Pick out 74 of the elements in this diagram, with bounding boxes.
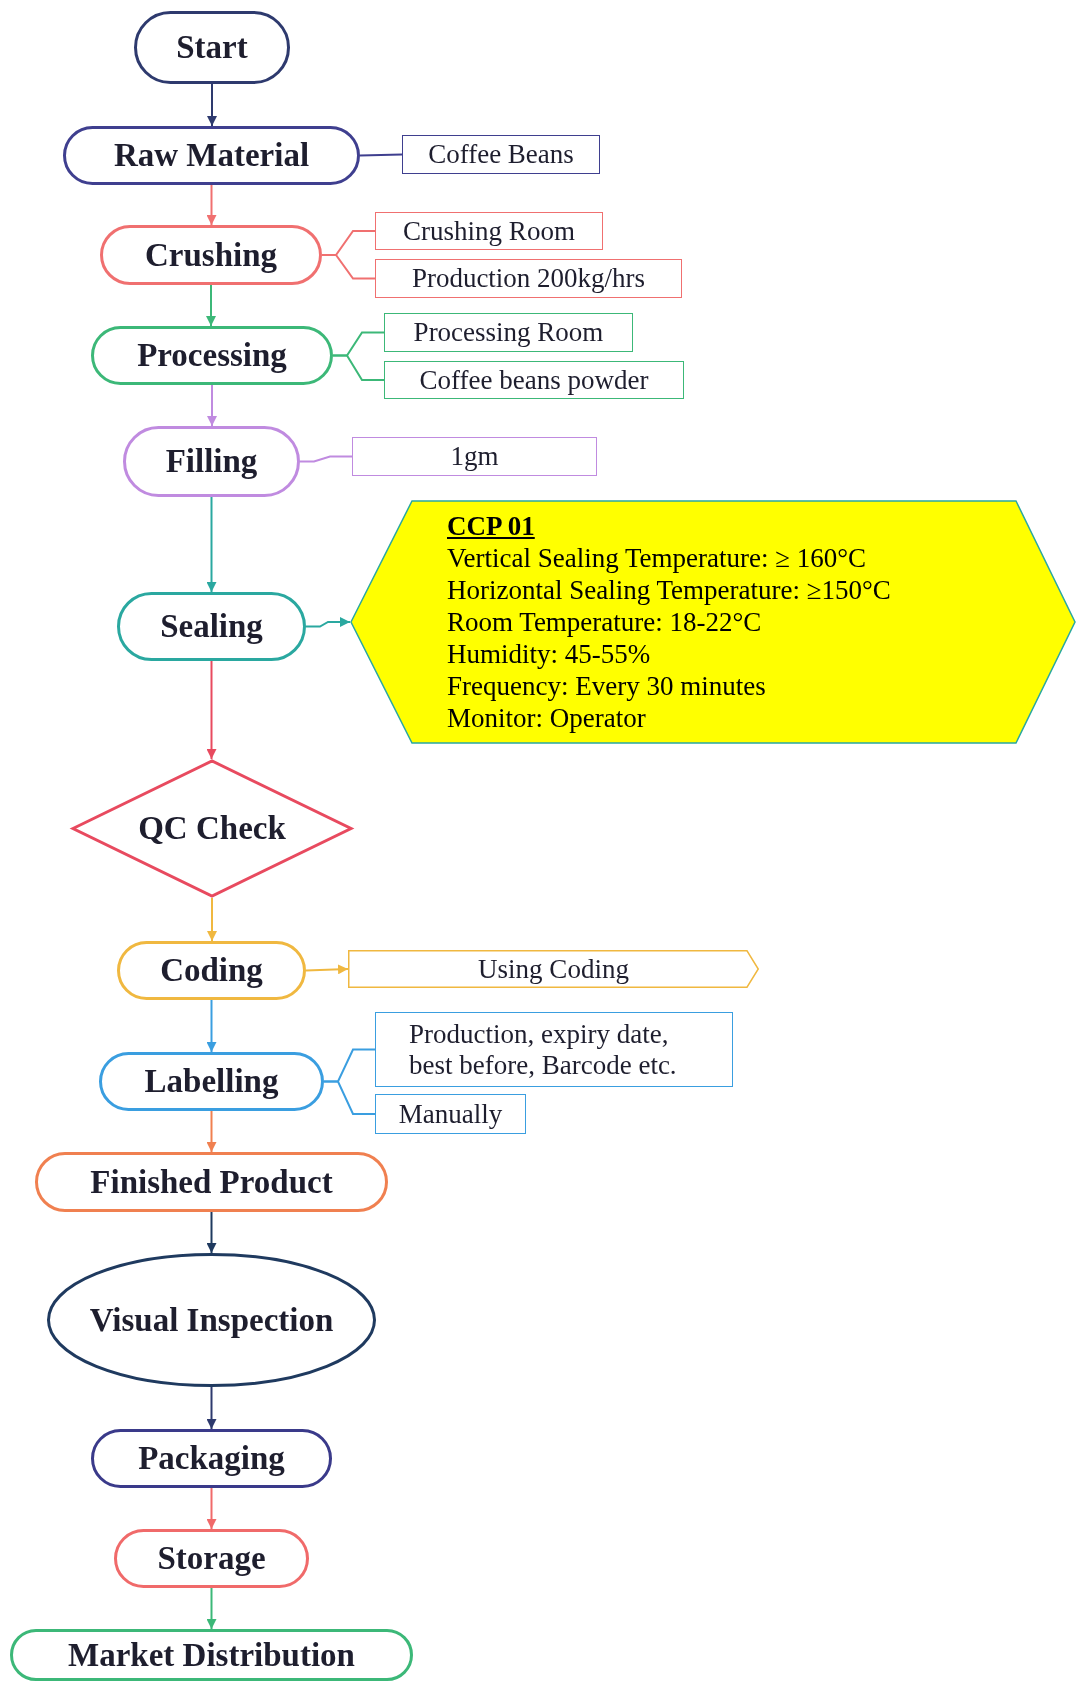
process-box	[99, 1052, 324, 1111]
connector-line	[321, 254, 376, 280]
note-text: Using Coding	[478, 953, 629, 985]
note-text: 1gm	[450, 441, 499, 472]
note-box	[375, 212, 603, 250]
ccp-hexagon	[350, 500, 1076, 744]
step-label: Filling	[165, 443, 258, 480]
arrow	[207, 384, 217, 427]
note-box	[384, 361, 684, 399]
step-label: Packaging	[138, 1440, 285, 1477]
arrow	[206, 1587, 217, 1630]
connector-line	[359, 153, 403, 157]
connector-line	[299, 455, 353, 463]
process-box	[134, 11, 290, 84]
process-box	[117, 941, 306, 1000]
process-box	[91, 326, 333, 385]
step-label: Labelling	[144, 1063, 279, 1100]
arrow	[305, 617, 351, 628]
note-box	[352, 437, 597, 476]
process-box	[91, 1429, 332, 1488]
arrow	[206, 1487, 217, 1530]
note-text: Production 200kg/hrs	[411, 263, 646, 294]
arrow	[206, 1211, 217, 1254]
ccp-criterion: Monitor: Operator	[447, 702, 646, 734]
note-text: Manually	[398, 1098, 503, 1130]
note-text: Coffee Beans	[428, 139, 574, 170]
ccp-criterion: Frequency: Every 30 minutes	[447, 670, 766, 702]
connector-line	[323, 1080, 376, 1115]
note-box	[375, 1094, 526, 1134]
note-text: Production, expiry date, best before, Barcode etc.	[409, 1019, 678, 1080]
process-box	[114, 1529, 309, 1588]
process-box	[117, 592, 306, 661]
arrow	[206, 184, 217, 226]
arrow	[207, 897, 217, 942]
note-box	[402, 135, 600, 174]
arrow	[206, 284, 216, 327]
process-box	[100, 225, 322, 285]
ccp-heading: CCP 01	[447, 510, 535, 542]
step-label: Coding	[160, 952, 263, 989]
connector-line	[332, 354, 385, 381]
note-box	[375, 259, 682, 298]
arrow	[206, 1110, 217, 1153]
step-label: Start	[176, 29, 248, 66]
step-label: Crushing	[144, 236, 278, 274]
arrow	[206, 1386, 217, 1430]
ccp-criterion: Room Temperature: 18-22°C	[447, 606, 762, 638]
step-label: Market Distribution	[68, 1636, 355, 1674]
ccp-criterion: Humidity: 45-55%	[447, 638, 651, 670]
arrow	[305, 964, 349, 975]
process-box	[35, 1152, 388, 1212]
note-text: Crushing Room	[403, 215, 575, 247]
step-label: Finished Product	[90, 1163, 333, 1201]
process-box	[123, 426, 300, 497]
arrow	[206, 999, 217, 1053]
note-box	[348, 950, 759, 988]
note-box	[375, 1012, 733, 1087]
ccp-criterion: Vertical Sealing Temperature: ≥ 160°C	[447, 542, 867, 574]
step-label: Processing	[137, 337, 287, 374]
step-label: Storage	[157, 1540, 266, 1577]
decision-diamond	[71, 759, 353, 898]
process-box	[10, 1629, 413, 1681]
step-label: QC Check	[138, 810, 286, 847]
arrow	[207, 83, 217, 127]
arrow	[206, 496, 217, 593]
step-label: Sealing	[160, 608, 263, 645]
step-label: Raw Material	[113, 137, 310, 174]
note-text: Processing Room	[413, 317, 604, 348]
arrow	[206, 660, 217, 760]
inspection-ellipse	[47, 1253, 376, 1387]
note-text: Coffee beans powder	[419, 364, 649, 396]
step-label: Visual Inspection	[89, 1301, 334, 1339]
note-box	[384, 313, 633, 352]
process-box	[63, 126, 360, 185]
ccp-criterion: Horizontal Sealing Temperature: ≥150°C	[447, 574, 891, 606]
